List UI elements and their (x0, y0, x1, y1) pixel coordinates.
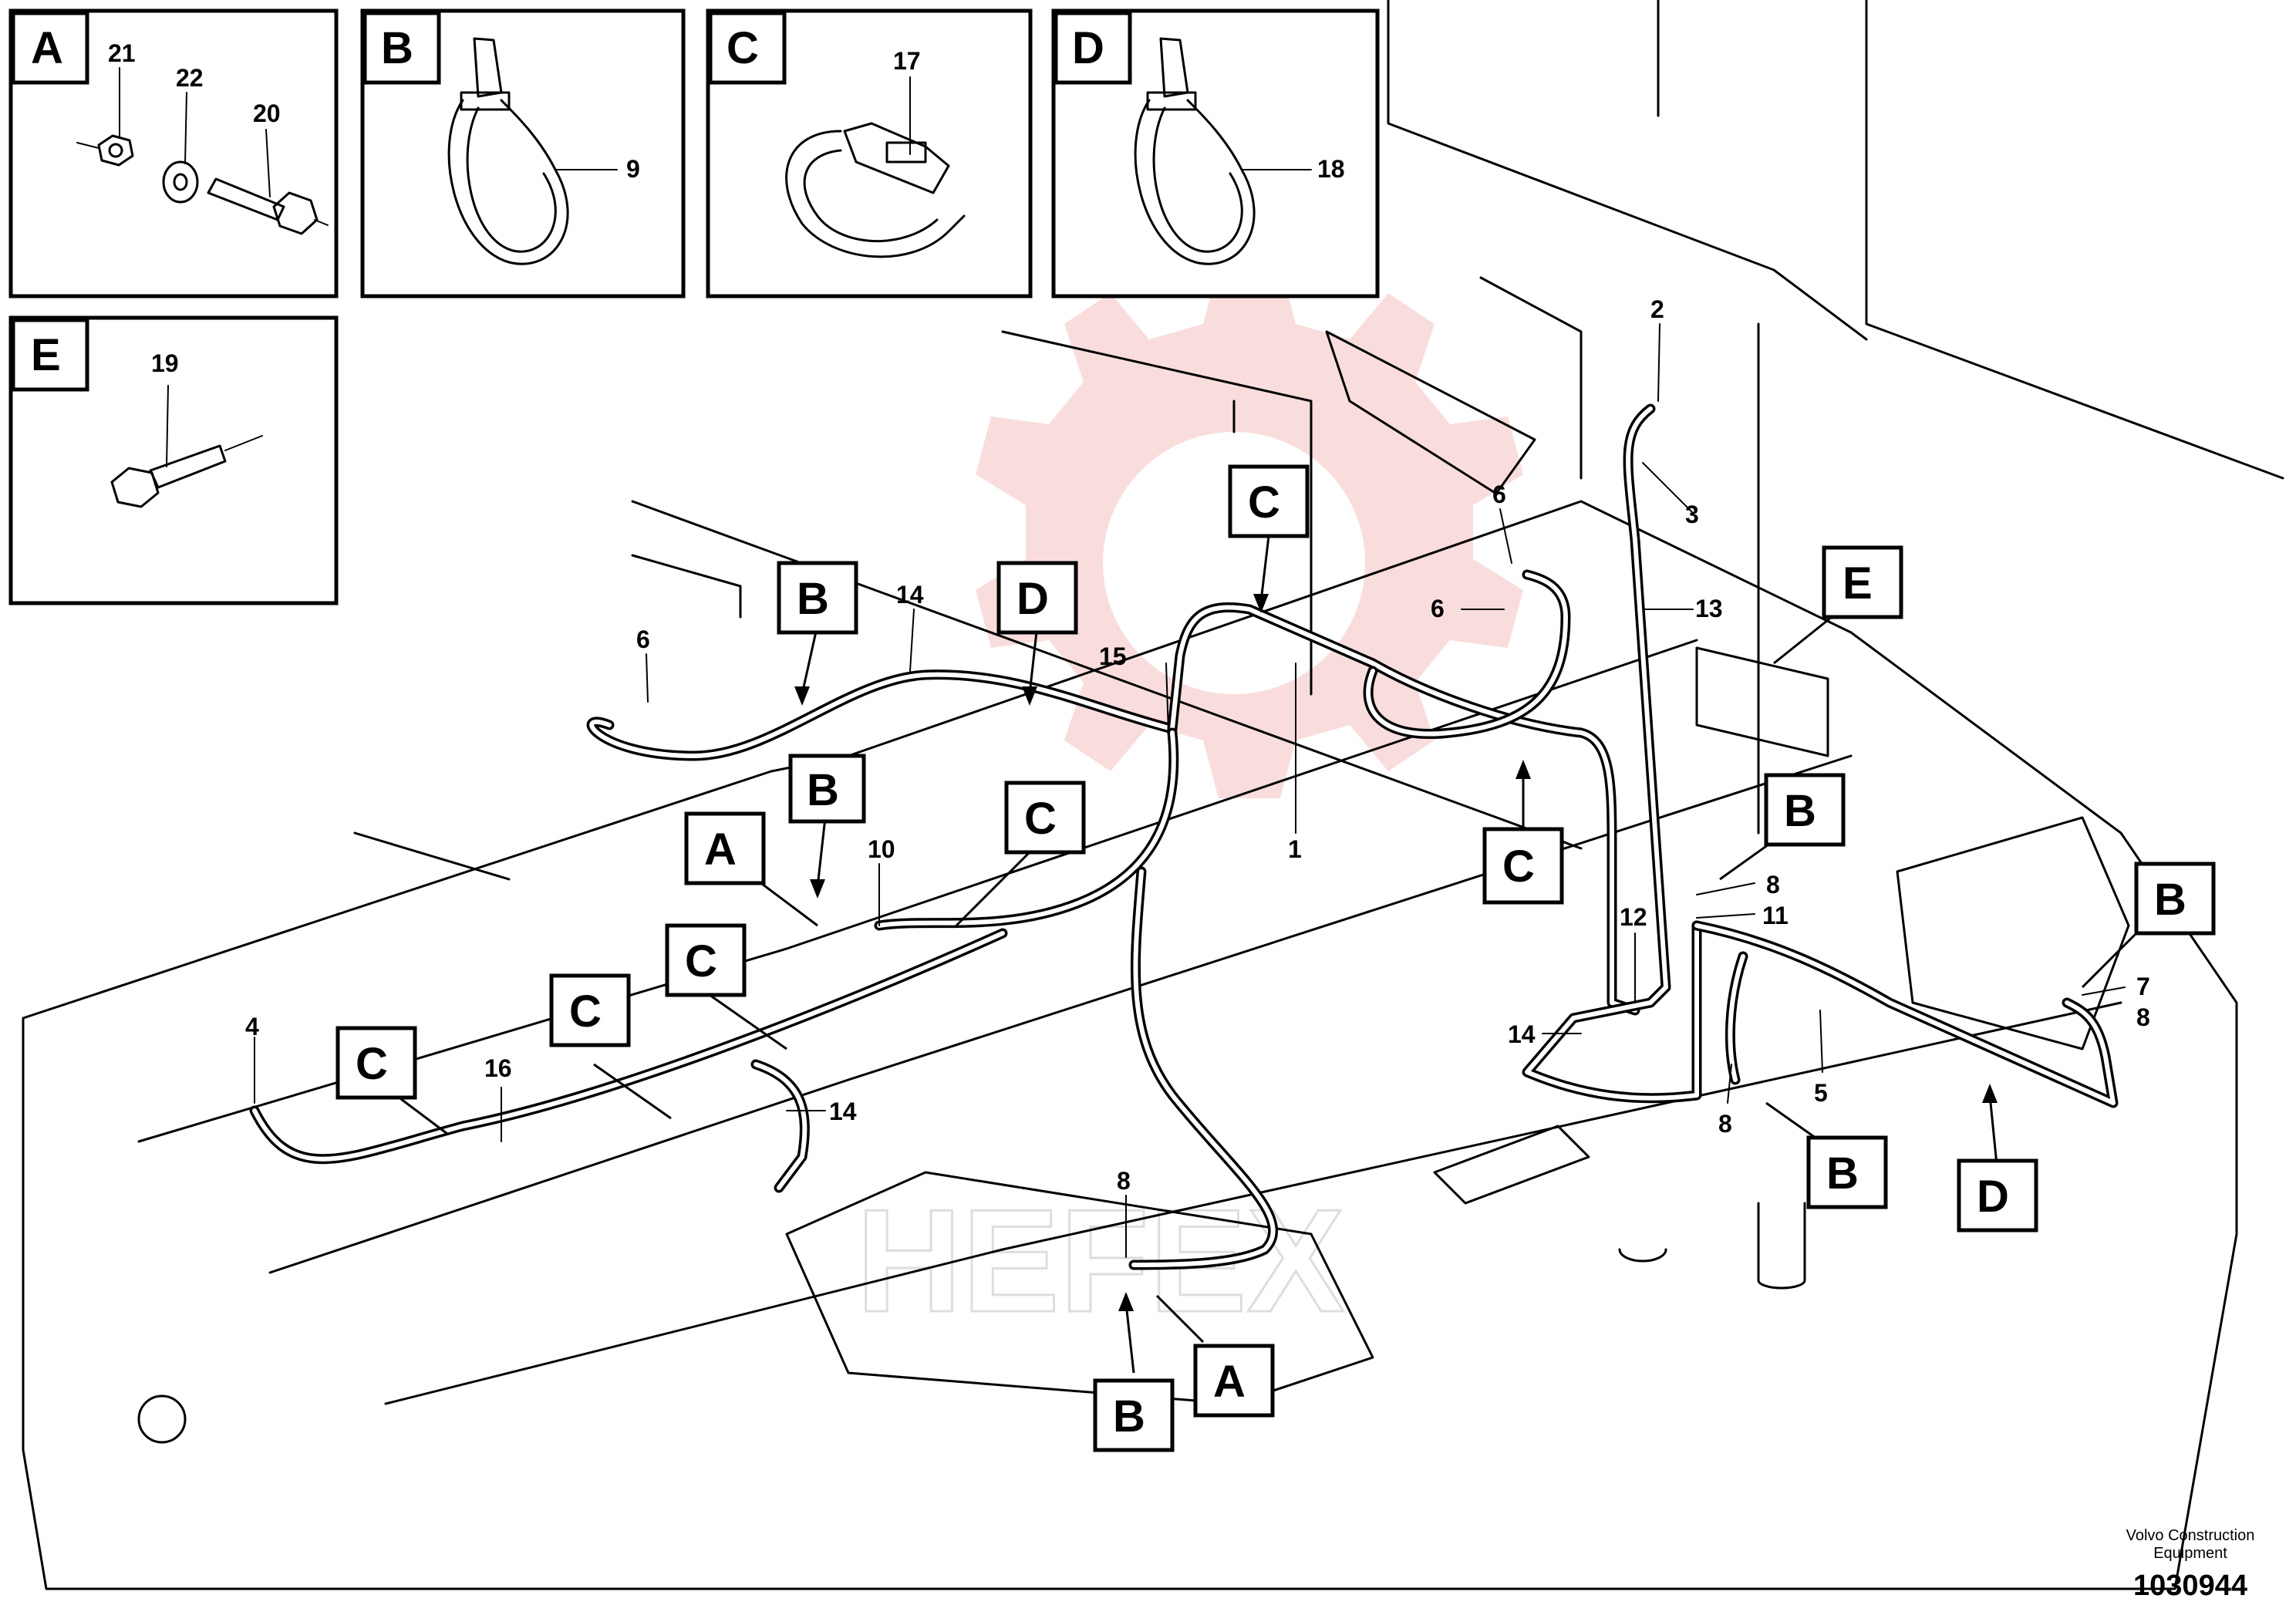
nut-icon (76, 67, 134, 167)
part-number: 2 (1650, 295, 1664, 323)
part-number-labels: 6 14 15 1 6 6 2 3 13 10 4 16 14 8 12 8 1… (245, 295, 2150, 1195)
part-number: 15 (1099, 642, 1127, 670)
part-number: 16 (484, 1054, 512, 1082)
part-number: 13 (1695, 595, 1723, 622)
inset-d-letter: D (1072, 23, 1104, 73)
inset-a-part-1: 21 (108, 39, 136, 67)
part-number: 6 (1431, 595, 1445, 622)
svg-text:D: D (1977, 1172, 2009, 1222)
svg-text:B: B (1113, 1391, 1145, 1442)
callout-tag-8: C (549, 973, 631, 1047)
callout-tag-13: B (2134, 862, 2216, 936)
inset-b-letter: B (381, 23, 413, 73)
inset-a-part-2: 22 (176, 64, 204, 92)
svg-text:C: C (569, 986, 602, 1037)
flange-bolt-icon (110, 385, 263, 508)
svg-text:A: A (1213, 1357, 1246, 1407)
part-number: 12 (1620, 903, 1647, 931)
washer-icon (162, 92, 199, 204)
cable-tie-icon (1134, 37, 1312, 265)
svg-text:C: C (1024, 794, 1057, 844)
inset-e-letter: E (31, 330, 61, 380)
inset-e-part-1: 19 (151, 349, 179, 377)
drawing-number: 1030944 (2133, 1570, 2247, 1602)
inset-c: C 17 (706, 8, 1033, 298)
part-number: 6 (636, 626, 650, 653)
part-number: 14 (896, 581, 924, 609)
callout-tag-6: A (684, 811, 766, 885)
svg-text:A: A (704, 824, 737, 875)
part-number: 3 (1685, 501, 1699, 528)
cable-tie-icon (447, 37, 618, 265)
svg-text:E: E (1843, 558, 1873, 609)
callout-tag-7: C (665, 923, 747, 997)
part-leaders (254, 323, 2126, 1258)
svg-text:B: B (797, 574, 829, 624)
part-number: 6 (1492, 481, 1506, 508)
part-number: 10 (868, 835, 895, 863)
inset-e: E 19 (8, 315, 339, 605)
callout-tag-3: C (1228, 464, 1310, 538)
inset-b: B 9 (360, 8, 686, 298)
watermark-text: HEFEX (856, 1179, 1344, 1343)
callout-tag-10: C (1482, 827, 1564, 905)
svg-text:C: C (1248, 477, 1280, 528)
wiring-harness (249, 403, 2119, 1270)
part-number: 8 (2136, 1003, 2150, 1031)
machine-outline (22, 0, 2284, 1590)
footer: Volvo Construction Equipment 1030944 (2126, 1527, 2255, 1602)
manufacturer-line-1: Volvo Construction (2126, 1527, 2255, 1544)
bolt-icon (207, 129, 329, 235)
svg-text:B: B (2154, 875, 2186, 925)
part-number: 8 (1718, 1110, 1732, 1138)
callout-tag-17: A (1193, 1344, 1275, 1418)
callout-tag-14: B (1806, 1135, 1888, 1209)
inset-b-part-1: 9 (626, 155, 640, 183)
callout-leaders (385, 535, 2146, 1374)
part-number: 4 (245, 1013, 259, 1040)
inset-a: A 21 22 20 (8, 8, 339, 298)
callout-tag-1: B (777, 561, 858, 635)
callout-tag-11: E (1822, 545, 1903, 619)
part-number: 7 (2136, 973, 2150, 1000)
svg-text:C: C (1502, 841, 1535, 892)
svg-text:D: D (1017, 574, 1049, 624)
inset-d: D 18 (1051, 8, 1380, 298)
part-number: 1 (1288, 835, 1302, 863)
callout-tag-12: B (1764, 773, 1846, 847)
svg-text:B: B (1826, 1148, 1859, 1199)
callout-tag-5: C (1004, 781, 1086, 855)
part-number: 14 (1508, 1020, 1536, 1048)
inset-a-part-3: 20 (253, 99, 281, 127)
svg-text:B: B (1784, 786, 1816, 836)
part-number: 5 (1814, 1079, 1828, 1107)
inset-a-letter: A (31, 23, 63, 73)
callout-tag-2: D (996, 561, 1078, 635)
part-number: 8 (1766, 871, 1780, 899)
callout-tag-15: D (1957, 1158, 2038, 1233)
inset-c-part-1: 17 (893, 47, 921, 75)
part-number: 11 (1762, 902, 1789, 929)
callout-tag-9: C (335, 1026, 417, 1100)
manufacturer-line-2: Equipment (2153, 1545, 2227, 1562)
part-number: 8 (1117, 1167, 1131, 1195)
callout-tag-16: B (1093, 1378, 1175, 1452)
inset-c-letter: C (727, 23, 759, 73)
part-number: 14 (829, 1098, 857, 1125)
inset-d-part-1: 18 (1317, 155, 1345, 183)
clamp-icon (785, 76, 966, 258)
svg-text:C: C (685, 936, 717, 986)
callout-arrowheads (794, 594, 1998, 1311)
callout-tag-4: B (788, 754, 866, 824)
svg-text:C: C (356, 1039, 388, 1089)
svg-text:B: B (807, 765, 839, 815)
